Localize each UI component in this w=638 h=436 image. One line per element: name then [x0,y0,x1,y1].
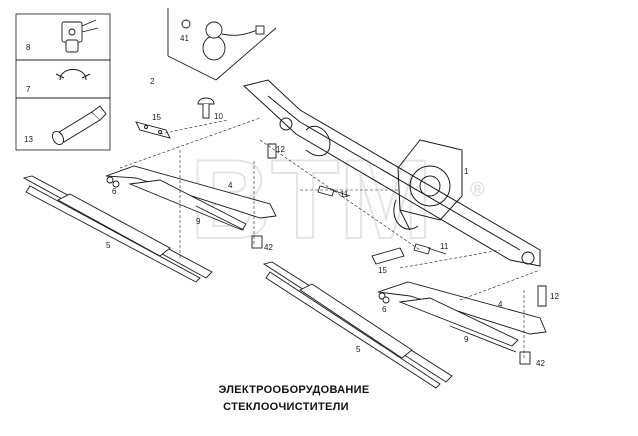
callout-8: 8 [26,43,31,52]
callout-2: 2 [150,77,155,86]
wiper-linkage-frame [242,79,541,267]
rubber-pad-part-upper [135,121,171,139]
callout-15-lower: 15 [378,266,387,275]
callout-5-lower: 5 [356,345,361,354]
callout-13: 13 [24,135,33,144]
bolt-11-lower [413,243,431,255]
callout-42-upper: 42 [264,243,273,252]
mount-bolt-part [197,97,215,119]
rod-9-upper [195,205,245,231]
callout-15-upper: 15 [152,113,161,122]
callout-5-upper: 5 [106,241,111,250]
wiper-blade-left [22,175,213,283]
callout-labels: 8 7 13 41 2 15 10 12 1 6 4 11 9 42 5 11 … [24,34,559,368]
callout-4-lower: 4 [498,300,503,309]
diagram-title-line-1: ЭЛЕКТРООБОРУДОВАНИЕ [218,384,370,396]
bolt-11-lower-shank [427,247,447,255]
callout-12-upper: 12 [276,145,285,154]
callout-9-lower: 9 [464,335,469,344]
inset-box-13 [15,97,111,151]
washer-nozzle-part [51,105,107,146]
bolt-12-lower [537,285,547,307]
wiper-blade-right [262,261,453,389]
rubber-pad-part-lower [371,247,405,265]
callout-7: 7 [26,85,31,94]
callout-42-lower: 42 [536,359,545,368]
callout-41: 41 [180,34,189,43]
callout-11-upper: 11 [340,190,349,199]
diagram-title-line-2: СТЕКЛООЧИСТИТЕЛИ [223,401,349,413]
cap-42-upper [251,235,263,249]
cap-42-lower [519,351,531,365]
callout-10: 10 [214,112,223,121]
nut-6-upper [112,180,120,188]
small-hardware [112,143,547,365]
callout-6-upper: 6 [112,187,117,196]
bolt-11-upper [317,185,335,197]
washer-pump-part [61,19,99,53]
bolt-11-upper-shank [331,189,351,197]
callout-11-lower: 11 [440,242,449,251]
callout-12-lower: 12 [550,292,559,301]
bolt-12-upper [267,143,277,159]
nut-6-lower [382,296,390,304]
watermark-registered-mark: ® [470,179,485,201]
wiper-arm-left [105,165,277,231]
hose-clip-part [55,69,91,81]
wiper-motor-part [167,8,277,81]
callout-6-lower: 6 [382,305,387,314]
callout-1: 1 [464,167,469,176]
rod-9-lower [449,325,517,353]
inset-panel [15,13,111,151]
callout-9-upper: 9 [196,217,201,226]
leader-lines [119,117,541,358]
callout-4-upper: 4 [228,181,233,190]
wiper-arm-right [377,281,547,347]
